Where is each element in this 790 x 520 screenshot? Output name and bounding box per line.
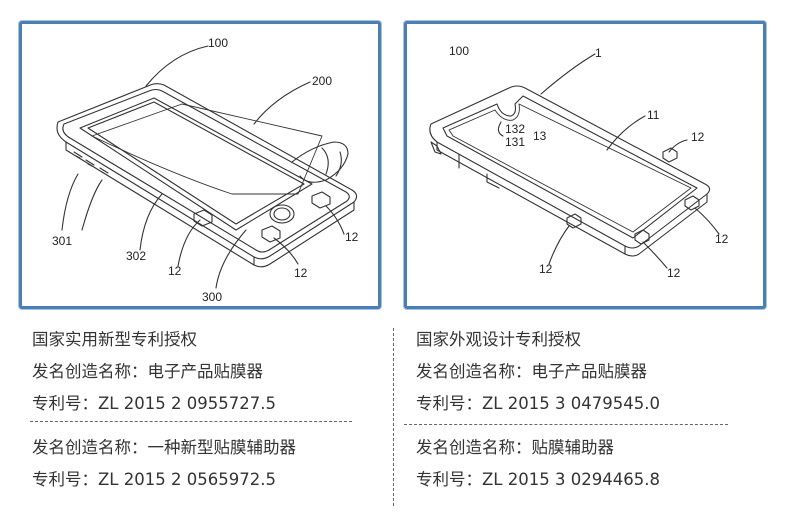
label-300: 300 (202, 290, 223, 304)
label-12-c: 12 (345, 230, 359, 244)
left-group2-name: 发名创造名称：一种新型贴膜辅助器 (32, 438, 296, 457)
left-group1-patent-number: 专利号：ZL 2015 2 0955727.5 (32, 394, 276, 413)
label-200: 200 (312, 74, 333, 88)
right-group2-patent-number: 专利号：ZL 2015 3 0294465.8 (416, 470, 660, 489)
right-divider (404, 424, 728, 425)
label-r12-b: 12 (539, 262, 553, 276)
right-group2-name: 发名创造名称：贴膜辅助器 (416, 438, 614, 457)
design-patent-heading: 国家外观设计专利授权 (416, 330, 581, 349)
label-r12-d: 12 (715, 232, 729, 246)
right-patent-drawing-panel: 100 1 11 12 132 131 13 12 12 12 (404, 21, 766, 309)
label-302: 302 (126, 249, 147, 263)
label-r132: 132 (505, 122, 526, 136)
left-group1-name: 发名创造名称：电子产品贴膜器 (32, 362, 263, 381)
film-applicator-frame-drawing (429, 53, 720, 269)
label-100: 100 (208, 36, 229, 50)
utility-patent-heading: 国家实用新型专利授权 (32, 330, 197, 349)
label-301: 301 (52, 234, 73, 248)
left-patent-drawing-panel: 100 200 301 302 12 300 12 12 (19, 21, 381, 309)
right-group1-name: 发名创造名称：电子产品贴膜器 (416, 362, 647, 381)
phone-film-applicator-drawing (56, 45, 358, 289)
label-r11: 11 (647, 108, 660, 122)
label-r13: 13 (533, 129, 547, 143)
label-12-a: 12 (168, 264, 182, 278)
right-group1-patent-number: 专利号：ZL 2015 3 0479545.0 (416, 394, 660, 413)
label-r1: 1 (595, 46, 602, 60)
label-12-b: 12 (294, 266, 308, 280)
column-divider (393, 328, 394, 506)
label-r12-a: 12 (691, 130, 705, 144)
label-r100: 100 (449, 44, 470, 58)
label-r12-c: 12 (667, 266, 681, 280)
left-divider (30, 421, 352, 422)
label-r131: 131 (505, 135, 526, 149)
left-group2-patent-number: 专利号：ZL 2015 2 0565972.5 (32, 470, 276, 489)
